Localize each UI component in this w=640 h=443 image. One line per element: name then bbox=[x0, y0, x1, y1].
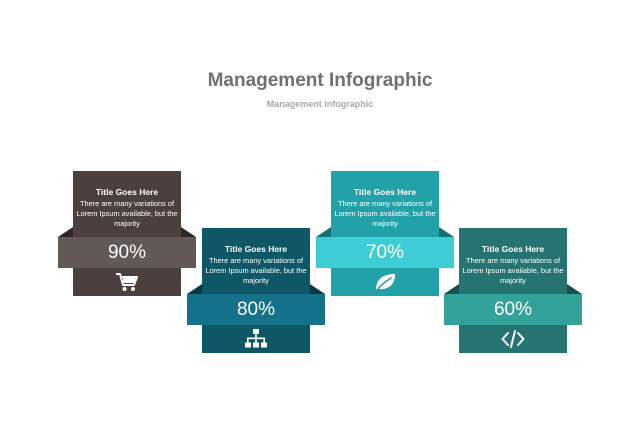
card-4-fold-right bbox=[567, 284, 582, 294]
card-4-description: There are many variations of Lorem Ipsum… bbox=[462, 256, 564, 285]
sitemap-icon bbox=[244, 328, 268, 350]
card-3-body bbox=[331, 171, 439, 296]
card-4: Title Goes Here There are many variation… bbox=[444, 228, 582, 353]
leaf-icon bbox=[373, 271, 397, 293]
card-1-fold-left bbox=[58, 227, 73, 237]
card-2-percent: 80% bbox=[236, 299, 276, 320]
card-4-title: Title Goes Here bbox=[481, 244, 545, 254]
card-1-title: Title Goes Here bbox=[95, 187, 159, 197]
infographic-title: Management Infographic bbox=[207, 70, 433, 91]
shopping-cart-icon bbox=[115, 271, 139, 293]
card-2-description: There are many variations of Lorem Ipsum… bbox=[205, 256, 307, 285]
card-1-fold-right bbox=[181, 227, 196, 237]
card-3-percent: 70% bbox=[365, 242, 405, 263]
card-2-fold-left bbox=[187, 284, 202, 294]
card-2: Title Goes Here There are many variation… bbox=[187, 228, 325, 353]
card-4-body bbox=[459, 228, 567, 353]
card-3-fold-right bbox=[439, 227, 454, 237]
card-1-description: There are many variations of Lorem Ipsum… bbox=[76, 199, 178, 228]
card-3: Title Goes Here There are many variation… bbox=[316, 171, 454, 296]
card-1-percent: 90% bbox=[107, 242, 147, 263]
card-3-fold-left bbox=[316, 227, 331, 237]
card-2-fold-right bbox=[310, 284, 325, 294]
card-4-percent: 60% bbox=[493, 299, 533, 320]
card-1: Title Goes Here There are many variation… bbox=[58, 171, 196, 296]
code-icon bbox=[501, 328, 525, 350]
card-3-band bbox=[316, 237, 454, 268]
card-4-band bbox=[444, 294, 582, 325]
card-2-band bbox=[187, 294, 325, 325]
card-1-band bbox=[58, 237, 196, 268]
card-1-body bbox=[73, 171, 181, 296]
card-2-title: Title Goes Here bbox=[224, 244, 288, 254]
card-3-description: There are many variations of Lorem Ipsum… bbox=[334, 199, 436, 228]
infographic-subtitle: Management Infographic bbox=[266, 99, 374, 109]
card-3-title: Title Goes Here bbox=[353, 187, 417, 197]
card-4-fold-left bbox=[444, 284, 459, 294]
